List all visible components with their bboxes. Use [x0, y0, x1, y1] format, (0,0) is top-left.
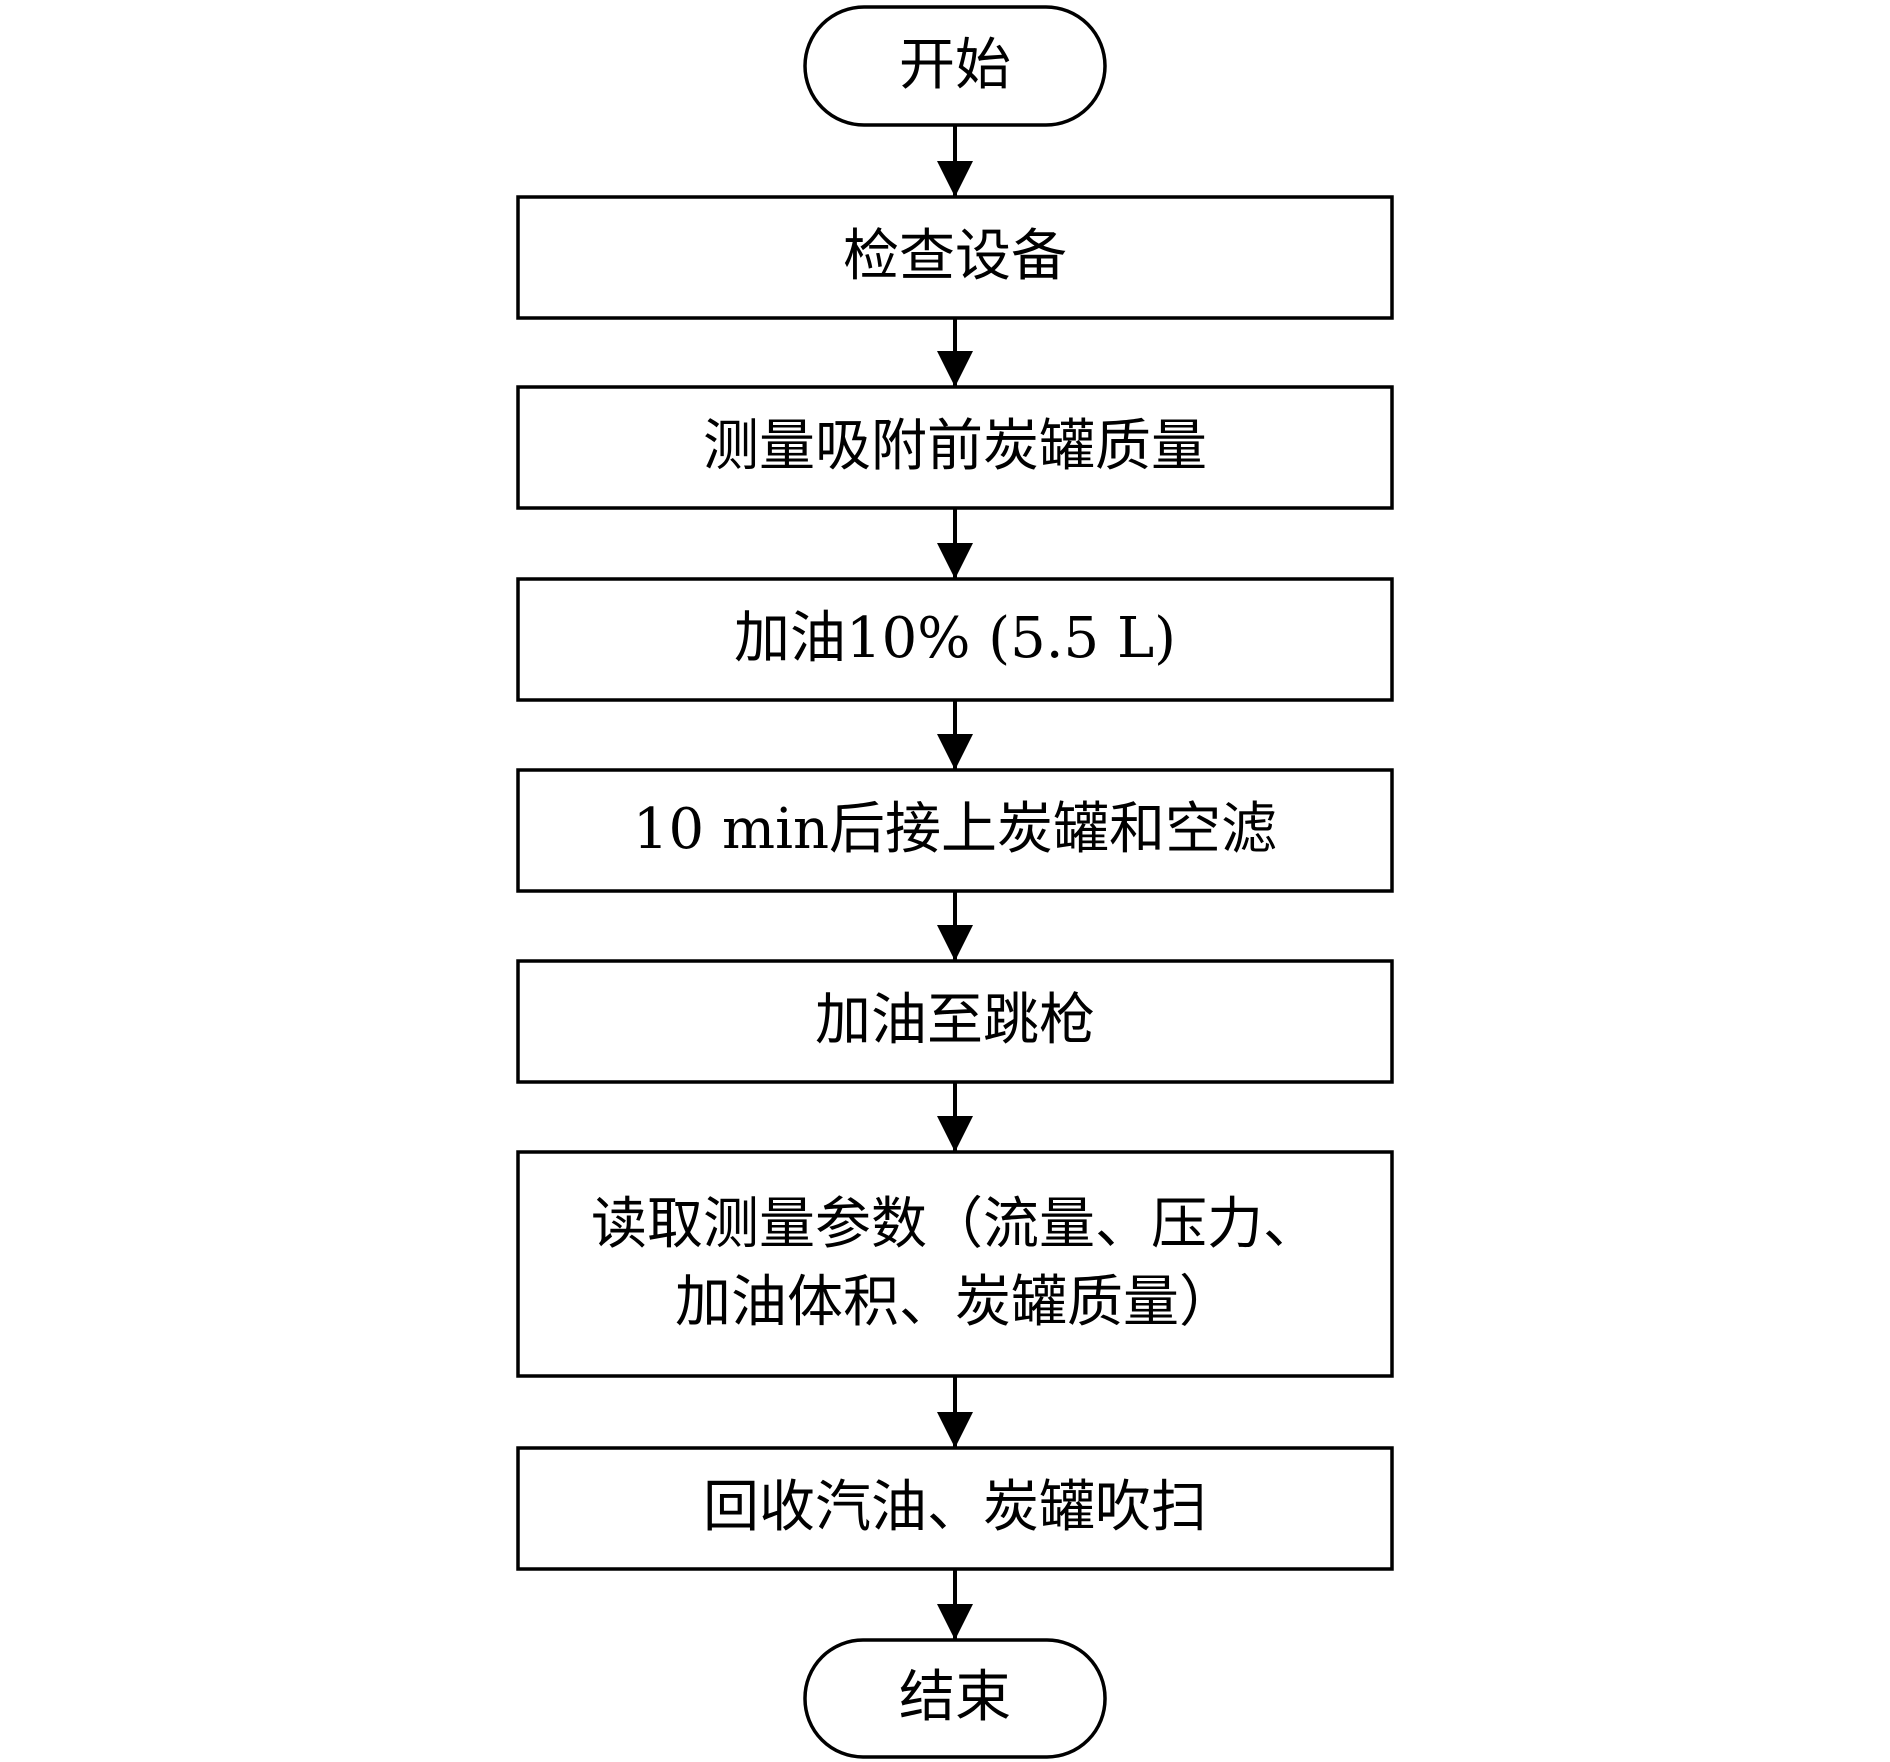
- step-connect-canister-label: 10 min后接上炭罐和空滤: [632, 797, 1278, 862]
- step-recover-and-purge-label: 回收汽油、炭罐吹扫: [703, 1475, 1207, 1540]
- step-check-equipment-box: [516, 195, 1394, 320]
- step-recover-and-purge-box: [516, 1446, 1394, 1571]
- end-label: 结束: [899, 1665, 1011, 1730]
- step-read-parameters-line-2: 加油体积、炭罐质量）: [675, 1270, 1235, 1335]
- step-read-parameters-line-1: 读取测量参数（流量、压力、: [591, 1192, 1319, 1257]
- step-refuel-10-percent-label: 加油10% (5.5 L): [733, 606, 1176, 671]
- start-label: 开始: [899, 33, 1011, 98]
- step-measure-canister-mass-label: 测量吸附前炭罐质量: [703, 414, 1207, 479]
- step-check-equipment-label: 检查设备: [843, 224, 1067, 289]
- step-refuel-10-percent-box: [516, 577, 1394, 702]
- step-refuel-to-shutoff-label: 加油至跳枪: [815, 988, 1095, 1053]
